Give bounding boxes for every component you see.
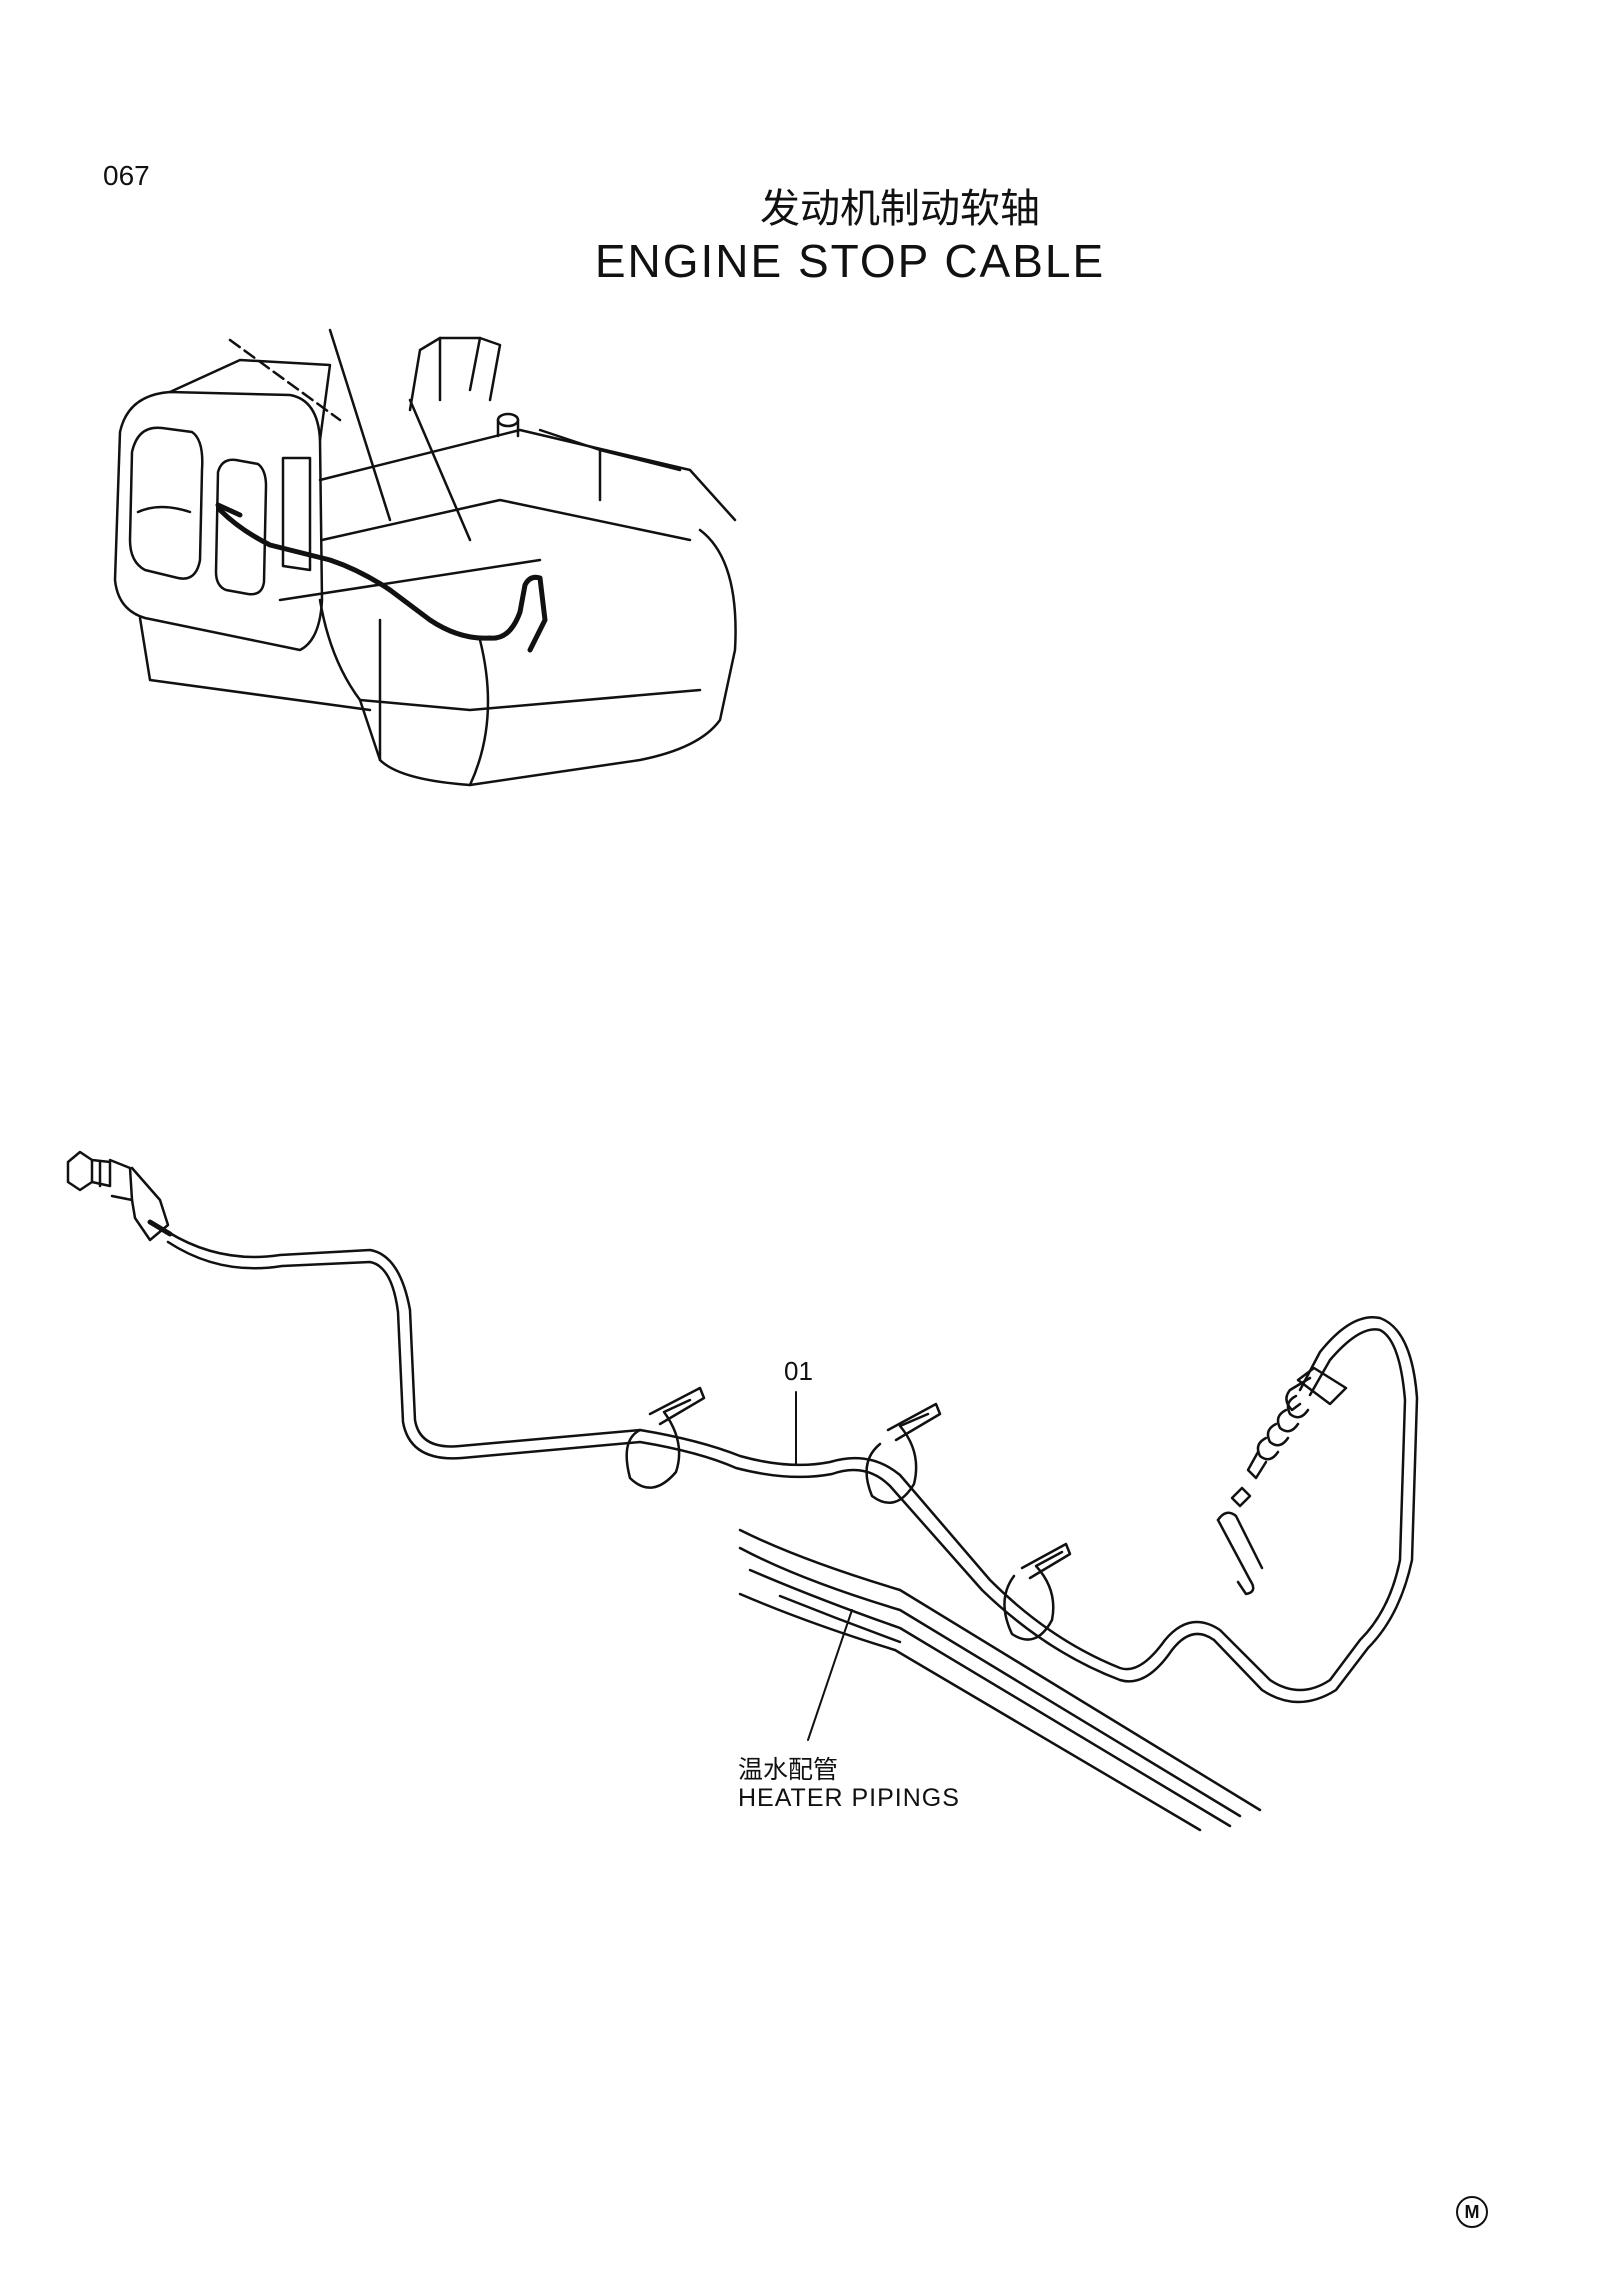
footer-mark-icon: M: [1456, 2196, 1488, 2228]
part-callout-01: 01: [784, 1356, 813, 1386]
page-number: 067: [103, 160, 150, 191]
excavator-upper-structure: [113, 328, 737, 787]
heater-pipings-label-cn: 温水配管: [738, 1755, 839, 1784]
title-chinese: 发动机制动软轴: [760, 186, 1040, 232]
heater-pipings-label-en: HEATER PIPINGS: [738, 1784, 960, 1812]
title-english: ENGINE STOP CABLE: [594, 235, 1106, 287]
engine-stop-cable: [66, 1150, 1419, 1832]
